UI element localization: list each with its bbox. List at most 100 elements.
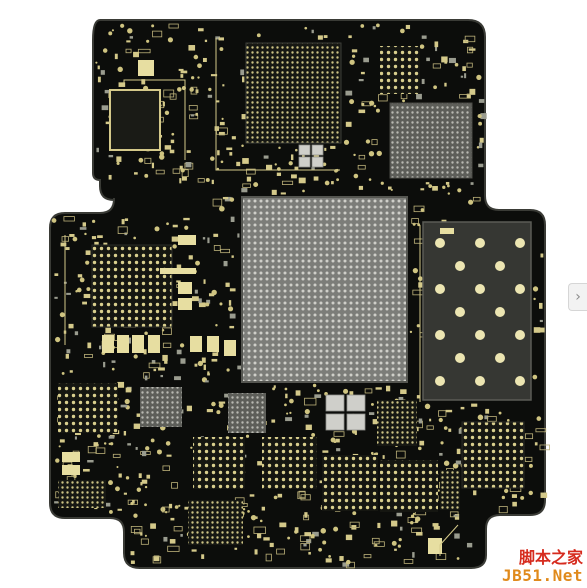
chip-bottom-center-1	[193, 437, 245, 489]
smd-pad	[174, 376, 181, 381]
smd-pad	[466, 93, 471, 99]
smd-pad	[373, 104, 377, 108]
smd-pad	[181, 169, 189, 178]
smd-pad	[398, 396, 404, 401]
smd-pad	[533, 297, 536, 301]
smd-pad	[263, 537, 270, 541]
smd-pad	[421, 35, 427, 39]
smd-pad	[330, 145, 336, 149]
smd-pad	[385, 385, 391, 392]
smd-pad	[416, 93, 422, 100]
smd-pad	[150, 438, 155, 443]
smd-pad	[311, 167, 315, 170]
smd-pad	[97, 434, 101, 438]
smd-pad	[333, 431, 345, 437]
watermark-latin: JB51.Net	[501, 566, 583, 585]
smd-pad	[433, 525, 440, 530]
smd-pad	[540, 253, 544, 258]
smd-pad	[325, 558, 332, 563]
smd-pad	[104, 502, 111, 507]
smd-pad	[144, 173, 149, 178]
chip-bottom-center-3	[322, 455, 378, 511]
smd-pad	[136, 487, 142, 492]
smd-pad	[263, 155, 269, 159]
smd-pad	[191, 76, 195, 80]
smd-pad	[322, 540, 327, 545]
smd-pad	[425, 182, 430, 185]
smd-pad	[146, 474, 151, 479]
smd-pad	[69, 370, 73, 373]
smd-pad	[92, 219, 96, 223]
smd-pad	[217, 150, 220, 156]
chip-bottom-left	[58, 383, 118, 433]
smd-pad	[434, 41, 439, 48]
smd-pad	[228, 300, 232, 306]
smd-pad	[319, 480, 324, 484]
smd-pad	[274, 163, 277, 166]
smd-pad	[163, 536, 168, 542]
smd-pad	[412, 552, 415, 558]
smd-pad	[76, 287, 82, 293]
smd-pad	[294, 166, 299, 171]
smd-pad	[140, 482, 143, 486]
smd-pad	[504, 488, 509, 494]
smd-pad	[256, 33, 261, 38]
smd-pad	[229, 288, 236, 292]
smd-pad	[322, 162, 327, 167]
smd-pad	[194, 363, 198, 367]
smd-pad	[399, 526, 403, 531]
memory-ball	[475, 238, 485, 248]
smd-pad	[478, 163, 484, 168]
smd-pad	[69, 233, 75, 237]
smd-pad	[374, 543, 378, 547]
smd-pad	[272, 387, 276, 391]
smd-pad	[382, 455, 385, 459]
smd-pad	[259, 519, 263, 523]
smd-pad	[225, 282, 230, 287]
smd-pad	[213, 245, 221, 251]
smd-pad	[277, 493, 283, 498]
smd-pad	[506, 419, 510, 422]
smd-pad	[100, 70, 105, 75]
smd-pad	[65, 353, 69, 359]
smd-pad	[208, 293, 215, 297]
smd-pad	[211, 179, 214, 185]
smd-pad	[138, 157, 144, 163]
smd-pad	[132, 499, 135, 504]
smd-pad	[453, 514, 459, 518]
smd-pad	[159, 154, 165, 160]
smd-pad	[207, 237, 210, 244]
smd-pad	[476, 74, 482, 80]
smd-pad	[378, 94, 388, 102]
smd-pad	[363, 554, 372, 559]
smd-pad	[174, 505, 179, 509]
smd-pad	[116, 156, 122, 162]
smd-pad	[215, 36, 220, 40]
chip-bottom-right-1	[377, 400, 417, 446]
smd-pad	[197, 76, 200, 79]
next-arrow-button[interactable]: ›	[568, 283, 587, 311]
smd-pad	[197, 178, 205, 183]
smd-pad	[391, 520, 398, 527]
smd-pad	[311, 432, 316, 437]
smd-pad	[419, 44, 425, 49]
smd-pad	[171, 301, 178, 307]
smd-pad	[294, 527, 299, 533]
smd-pad	[108, 154, 114, 158]
smd-pad	[280, 192, 286, 195]
smd-pad	[360, 24, 365, 28]
smd-pad	[409, 330, 413, 334]
memory-ball	[455, 261, 465, 271]
smd-pad	[358, 154, 366, 160]
chip-bottom-right-2	[380, 460, 438, 512]
smd-pad	[218, 37, 225, 41]
smd-pad	[479, 137, 484, 143]
smd-pad	[241, 144, 244, 147]
smd-pad	[532, 374, 538, 380]
smd-pad	[184, 225, 189, 230]
watermark-chinese: 脚本之家	[518, 548, 583, 567]
smd-pad	[346, 559, 351, 565]
smd-pad	[265, 164, 273, 170]
smd-pad	[74, 331, 79, 336]
smd-pad	[140, 538, 149, 545]
